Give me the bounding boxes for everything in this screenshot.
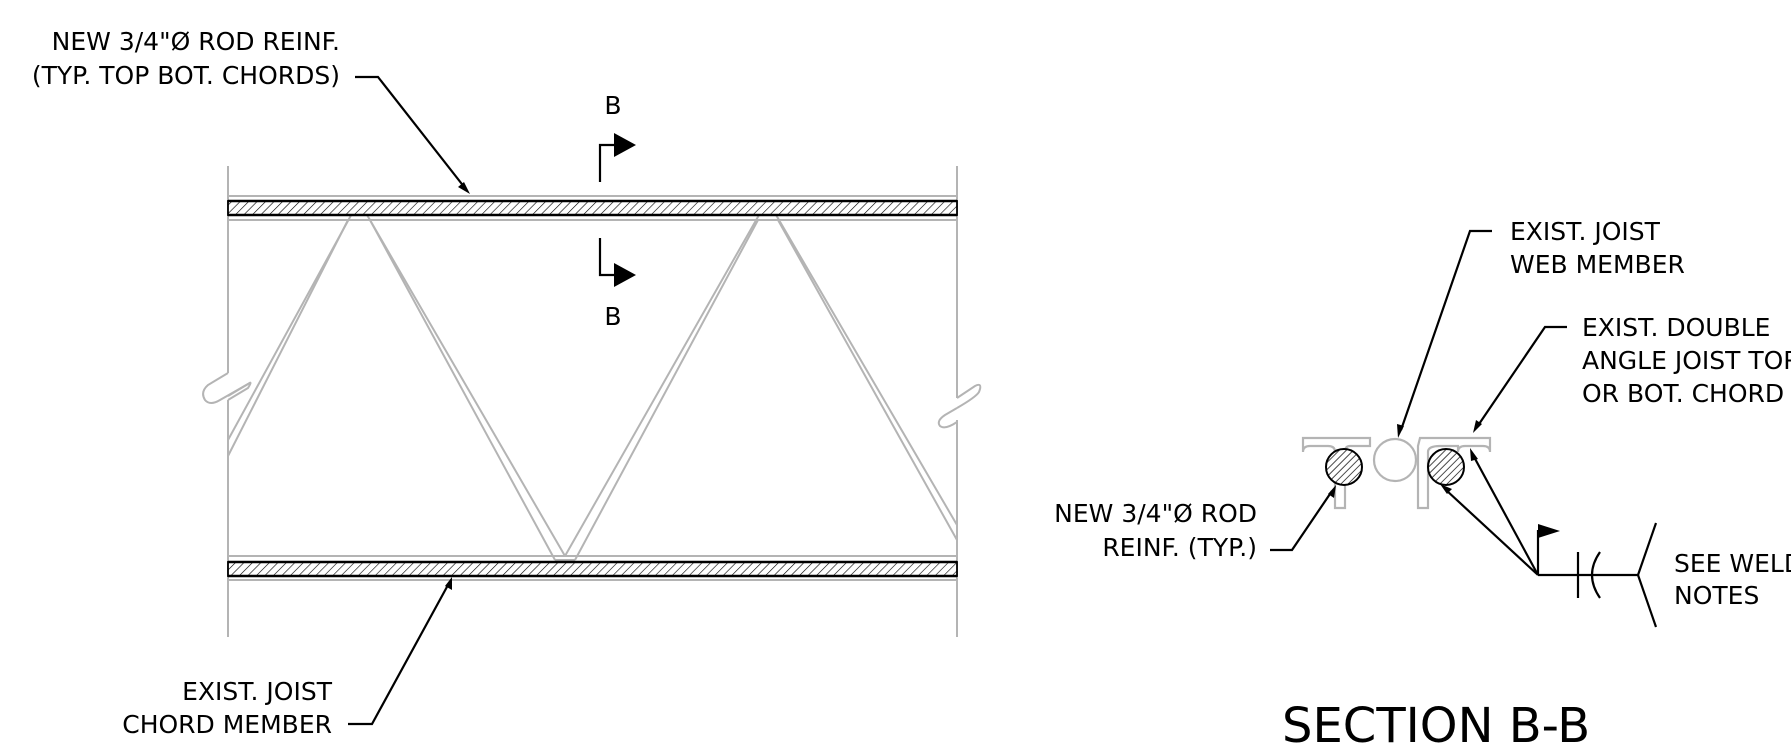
section-mark-top: B: [604, 91, 621, 120]
double-angle-label-line2: ANGLE JOIST TOP: [1582, 346, 1791, 375]
leader-double-angle: [1473, 325, 1567, 433]
rod-typ-label-line2: REINF. (TYP.): [1102, 533, 1257, 562]
section-arrow-bottom-icon: [614, 263, 636, 287]
leader-rod-reinf: [355, 75, 470, 194]
joist-elevation: B B NEW 3/4"Ø ROD REINF. (TYP. TOP BOT. …: [32, 27, 982, 739]
web-member-label-line2: WEB MEMBER: [1510, 250, 1685, 279]
section-mark-bottom: B: [604, 302, 621, 331]
bottom-chord: [227, 555, 958, 581]
web-member-label-line1: EXIST. JOIST: [1510, 217, 1661, 246]
leader-rod-typ: [1270, 485, 1336, 552]
double-angle-label-line1: EXIST. DOUBLE: [1582, 313, 1770, 342]
section-b-b: EXIST. JOIST WEB MEMBER EXIST. DOUBLE AN…: [1054, 217, 1791, 744]
weld-symbol: [1440, 448, 1658, 628]
rod-right: [1427, 448, 1465, 486]
leader-chord-member: [348, 577, 452, 726]
weld-notes-label-line2: NOTES: [1674, 581, 1759, 610]
field-weld-flag-icon: [1538, 524, 1560, 538]
right-angle-member: [1416, 436, 1492, 510]
chord-member-label-line2: CHORD MEMBER: [122, 710, 332, 739]
top-chord-rod-reinforcement: [227, 200, 958, 216]
weld-notes-label-line1: SEE WELD: [1674, 549, 1791, 578]
rod-reinf-label-line2: (TYP. TOP BOT. CHORDS): [32, 61, 340, 90]
joist-web-members: [227, 207, 958, 561]
double-angle-label-line3: OR BOT. CHORD: [1582, 379, 1784, 408]
section-cut-marker: B B: [598, 91, 636, 331]
rod-left: [1325, 448, 1363, 486]
rod-reinf-label-line1: NEW 3/4"Ø ROD REINF.: [52, 27, 340, 56]
leader-web-member: [1397, 229, 1492, 438]
web-member-circle: [1372, 437, 1418, 483]
bottom-chord-rod-reinforcement: [227, 561, 958, 577]
section-arrow-top-icon: [614, 133, 636, 157]
chord-member-label-line1: EXIST. JOIST: [182, 677, 333, 706]
rod-typ-label-line1: NEW 3/4"Ø ROD: [1054, 499, 1257, 528]
top-chord: [227, 195, 958, 221]
section-title: SECTION B-B: [1282, 698, 1590, 744]
